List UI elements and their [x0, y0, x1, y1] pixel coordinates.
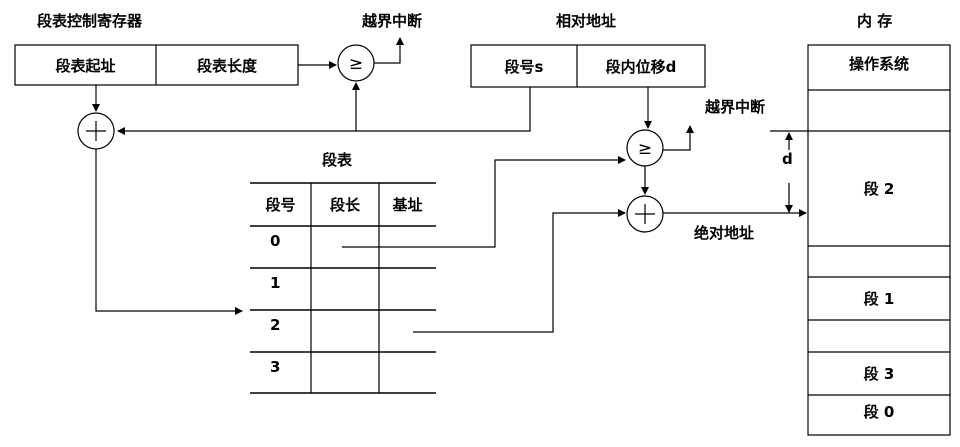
register-start-cell: 段表起址	[55, 56, 116, 75]
segment-table-header-base: 基址	[392, 196, 423, 214]
register-title: 段表控制寄存器	[37, 12, 143, 30]
compare-symbol-mid: ≥	[638, 139, 652, 159]
segment-number-cell: 段号s	[504, 57, 544, 76]
add-circle-bottom	[626, 195, 664, 233]
absolute-address-label: 绝对地址	[694, 224, 755, 242]
memory-column	[807, 44, 951, 436]
memory-title: 内 存	[857, 12, 893, 30]
memory-segment-0-cell: 段 0	[863, 402, 895, 421]
segment-table-header-length: 段长	[329, 196, 360, 214]
overflow-label-top: 越界中断	[362, 12, 423, 30]
memory-segment-3-cell: 段 3	[863, 365, 895, 383]
displacement-cell: 段内位移d	[605, 57, 677, 76]
relative-address-title: 相对地址	[556, 12, 617, 30]
offset-d-label: d	[782, 150, 793, 168]
overflow-label-mid: 越界中断	[705, 98, 766, 116]
segment-table-header-number: 段号	[265, 196, 296, 214]
segment-table-lines	[250, 182, 436, 394]
segment-table-row-1: 1	[270, 274, 281, 292]
segment-table-row-0: 0	[270, 232, 281, 250]
memory-os-cell: 操作系统	[848, 54, 909, 73]
compare-symbol-top: ≥	[349, 54, 363, 74]
memory-segment-1-cell: 段 1	[863, 290, 895, 308]
segment-table-title: 段表	[322, 151, 353, 169]
segment-table-row-2: 2	[270, 316, 281, 334]
register-length-cell: 段表长度	[196, 56, 257, 75]
relative-address-box	[470, 44, 706, 88]
segment-table-row-3: 3	[270, 358, 281, 376]
memory-segment-2-cell: 段 2	[863, 180, 895, 198]
